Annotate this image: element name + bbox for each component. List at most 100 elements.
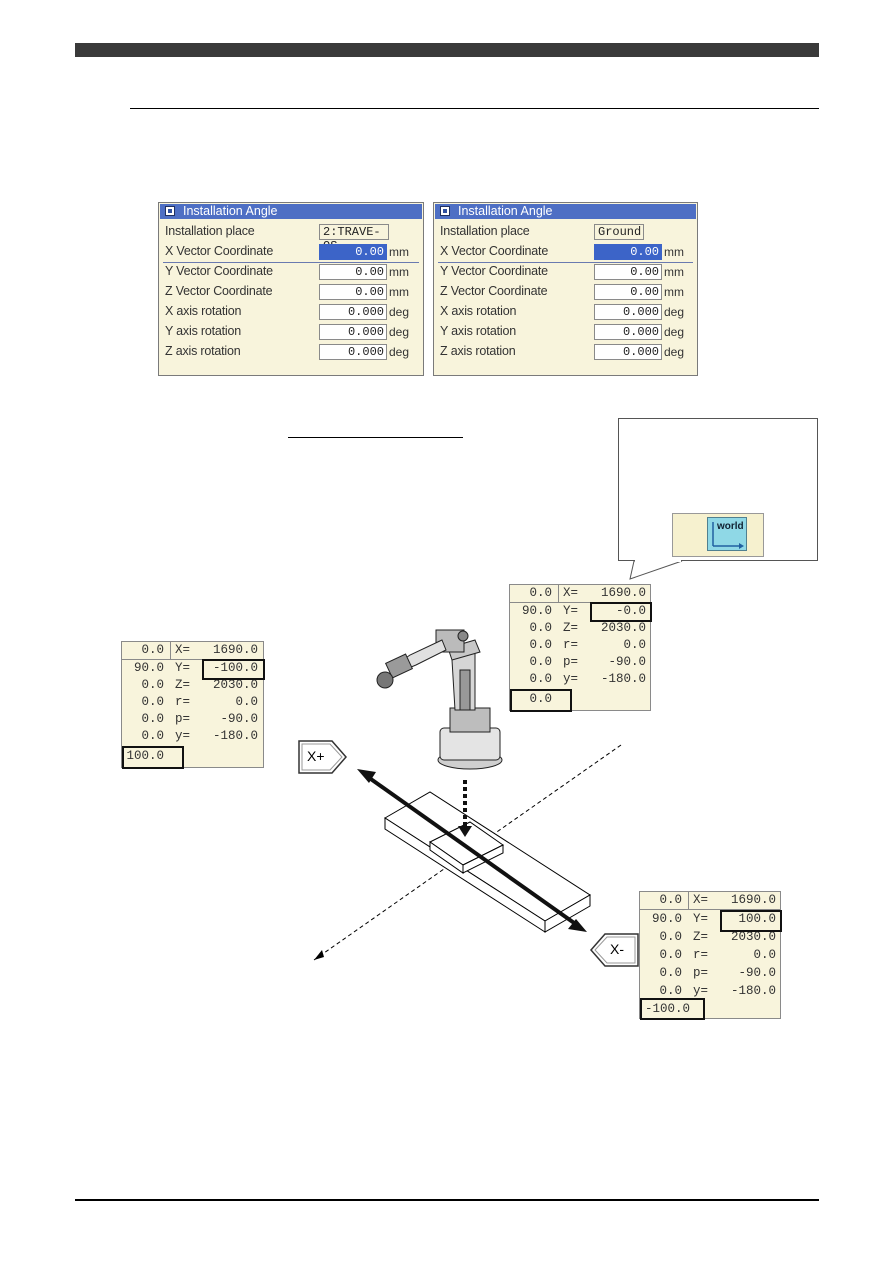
panel-header-cell [640, 892, 689, 909]
divider [122, 659, 263, 660]
coordinate-label: Y= [175, 661, 191, 675]
coordinate-label: r= [175, 695, 191, 709]
y-rotation-field[interactable]: 0.000 [594, 324, 662, 340]
y-vector-field[interactable]: 0.00 [594, 264, 662, 280]
row-installation-place: Installation place Ground [434, 223, 697, 242]
coordinate-label: Z= [563, 621, 579, 635]
traveling-axis-diagram [313, 629, 622, 961]
field-label: X Vector Coordinate [165, 244, 274, 258]
field-label: Y Vector Coordinate [440, 264, 548, 278]
coordinate-label: r= [563, 638, 579, 652]
unit-label: deg [664, 305, 685, 319]
dialog-title-bar: Installation Angle [435, 204, 696, 219]
axis-angle-value: 0.0 [659, 966, 682, 980]
coordinate-value: 0.0 [753, 948, 776, 962]
coordinate-label: X= [693, 893, 709, 907]
key-shape-x-minus [590, 933, 639, 967]
x-vector-field[interactable]: 0.00 [594, 244, 662, 260]
axis-angle-value: 0.0 [141, 695, 164, 709]
row-installation-place: Installation place 2:TRAVE-OS [159, 223, 423, 253]
panel-row-travel: -100.0 [640, 1001, 780, 1018]
field-label: Z Vector Coordinate [165, 284, 273, 298]
key-shape-x-plus [298, 740, 347, 774]
row-y-vector: Y Vector Coordinate 0.00 mm [159, 263, 423, 282]
coordinate-label: y= [563, 672, 579, 686]
jog-key-x-plus[interactable]: X+ [298, 740, 348, 774]
coordinate-value: -180.0 [730, 984, 776, 998]
coordinate-label: r= [693, 948, 709, 962]
panel-header-cell [122, 642, 171, 659]
coordinate-label: Z= [175, 678, 191, 692]
installation-place-field[interactable]: Ground [594, 224, 644, 240]
travel-direction-arrow [366, 775, 579, 927]
field-label: Z axis rotation [440, 344, 516, 358]
row-z-vector: Z Vector Coordinate 0.00 mm [159, 283, 423, 302]
unit-label: deg [389, 305, 410, 319]
field-label: Z Vector Coordinate [440, 284, 548, 298]
coordinate-label: Y= [563, 604, 579, 618]
row-x-vector: X Vector Coordinate 0.00 mm [159, 243, 423, 262]
z-rotation-field[interactable]: 0.000 [319, 344, 387, 360]
panel-row-travel: 100.0 [122, 748, 263, 765]
axis-angle-value: 0.0 [141, 712, 164, 726]
robot-illustration [376, 629, 503, 770]
row-x-rotation: X axis rotation 0.000 deg [434, 303, 697, 322]
axis-angle-value: 0.0 [529, 586, 552, 600]
z-rotation-field[interactable]: 0.000 [594, 344, 662, 360]
axis-angle-value: 0.0 [141, 678, 164, 692]
axis-arrowhead [314, 950, 324, 960]
unit-label: mm [389, 245, 409, 259]
axis-angle-value: 0.0 [659, 893, 682, 907]
coordinate-label: p= [693, 966, 709, 980]
arrow-minus-head [568, 919, 587, 932]
x-rotation-field[interactable]: 0.000 [319, 304, 387, 320]
axis-angle-value: 0.0 [659, 948, 682, 962]
highlight-box-y [720, 910, 782, 932]
x-vector-field[interactable]: 0.00 [319, 244, 387, 260]
y-rotation-field[interactable]: 0.000 [319, 324, 387, 340]
coordinate-value: -90.0 [608, 655, 646, 669]
field-label: Z axis rotation [165, 344, 241, 358]
dialog-window-icon [440, 206, 450, 216]
coordinate-label: Y= [693, 912, 709, 926]
axis-angle-value: 0.0 [659, 984, 682, 998]
unit-label: deg [389, 345, 410, 359]
installation-place-field[interactable]: 2:TRAVE-OS [319, 224, 389, 253]
dialog-window-icon [165, 206, 175, 216]
row-x-rotation: X axis rotation 0.000 deg [159, 303, 423, 322]
unit-label: mm [389, 285, 409, 299]
unit-label: mm [664, 265, 684, 279]
world-label: world [717, 521, 744, 532]
coordinate-label: y= [175, 729, 191, 743]
coordinate-value: -90.0 [220, 712, 258, 726]
axis-angle-value: 0.0 [529, 672, 552, 686]
coordinate-label: y= [693, 984, 709, 998]
arrow-plus-head [357, 769, 376, 783]
jog-key-label: X- [610, 941, 624, 957]
coordinate-value: -90.0 [738, 966, 776, 980]
y-vector-field[interactable]: 0.00 [319, 264, 387, 280]
coordinate-value: -180.0 [212, 729, 258, 743]
travel-axis-value: 100.0 [126, 749, 164, 763]
axis-angle-value: 0.0 [529, 638, 552, 652]
jog-key-x-minus[interactable]: X- [589, 933, 639, 967]
coordinate-value: 2030.0 [730, 930, 776, 944]
z-vector-field[interactable]: 0.00 [319, 284, 387, 300]
coordinate-value: -100.0 [212, 661, 258, 675]
unit-label: deg [664, 345, 685, 359]
x-rotation-field[interactable]: 0.000 [594, 304, 662, 320]
world-icon: world [707, 517, 747, 551]
z-vector-field[interactable]: 0.00 [594, 284, 662, 300]
axis-angle-value: 0.0 [141, 643, 164, 657]
